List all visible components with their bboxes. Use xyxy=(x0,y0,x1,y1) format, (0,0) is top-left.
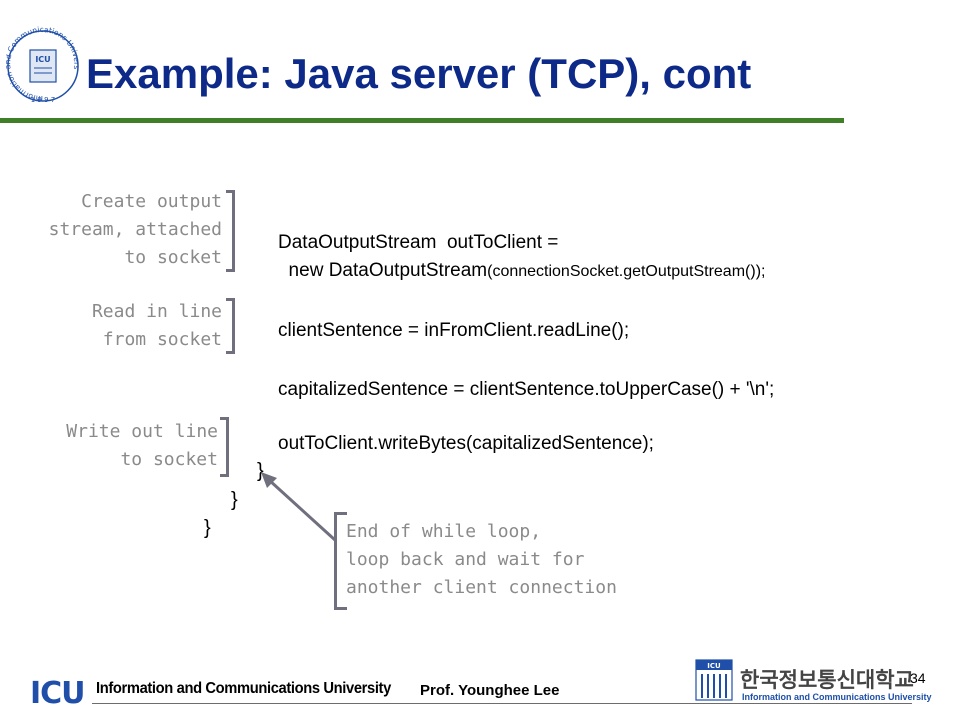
annotation-end-loop: End of while loop, loop back and wait fo… xyxy=(346,518,617,602)
annotation-line: Read in line xyxy=(91,301,222,322)
icu-logo: ICU xyxy=(30,676,86,711)
footer-divider xyxy=(92,703,912,704)
annotation-line: End of while loop, xyxy=(346,521,542,542)
annotation-line: to socket xyxy=(124,247,222,268)
code-line-write: outToClient.writeBytes(capitalizedSenten… xyxy=(278,433,654,454)
code-line-capitalize: capitalizedSentence = clientSentence.toU… xyxy=(278,379,775,400)
bracket-read-line xyxy=(226,298,235,354)
page-number: 34 xyxy=(910,670,926,686)
footer-korean-subtitle: Information and Communications Universit… xyxy=(742,692,932,702)
arrow-to-brace-icon xyxy=(261,472,337,542)
annotation-output-stream: Create output stream, attached to socket xyxy=(49,188,222,272)
bracket-output-stream xyxy=(226,190,235,272)
annotation-line: another client connection xyxy=(346,577,617,598)
slide-title: Example: Java server (TCP), cont xyxy=(86,50,752,97)
annotation-line: Write out line xyxy=(66,421,218,442)
footer-university: Information and Communications Universit… xyxy=(96,680,391,697)
annotation-line: loop back and wait for xyxy=(346,549,585,570)
kr-logo-label: ICU xyxy=(707,662,721,670)
title-divider xyxy=(0,118,844,123)
annotation-line: Create output xyxy=(81,191,222,212)
annotation-write-line: Write out line to socket xyxy=(66,418,218,474)
bracket-write-line xyxy=(220,417,229,477)
annotation-read-line: Read in line from socket xyxy=(92,298,222,354)
code-line-read: clientSentence = inFromClient.readLine()… xyxy=(278,320,630,341)
closing-brace-main: } xyxy=(231,489,238,511)
seal-center: ICU xyxy=(35,55,50,64)
annotation-line: stream, attached xyxy=(48,219,222,240)
annotation-line: to socket xyxy=(120,449,218,470)
code-stream-args: (connectionSocket.getOutputStream()); xyxy=(487,263,766,280)
code-new-stream: new DataOutputStream xyxy=(278,260,488,281)
code-line-output-stream: DataOutputStream outToClient = xyxy=(278,232,559,253)
kr-university-logo: ICU xyxy=(695,659,733,701)
closing-brace-while: } xyxy=(257,460,264,482)
seal-year: 1 9 9 7 xyxy=(31,96,56,104)
annotation-line: from socket xyxy=(102,329,222,350)
footer-korean-name: 한국정보통신대학교 xyxy=(740,668,914,692)
bracket-end-loop xyxy=(334,512,347,610)
code-line-new-stream: new DataOutputStream(connectionSocket.ge… xyxy=(278,260,766,282)
footer-author: Prof. Younghee Lee xyxy=(420,682,560,699)
closing-brace-class: } xyxy=(204,517,211,539)
university-seal-logo: Information and Communications Universit… xyxy=(6,24,80,104)
